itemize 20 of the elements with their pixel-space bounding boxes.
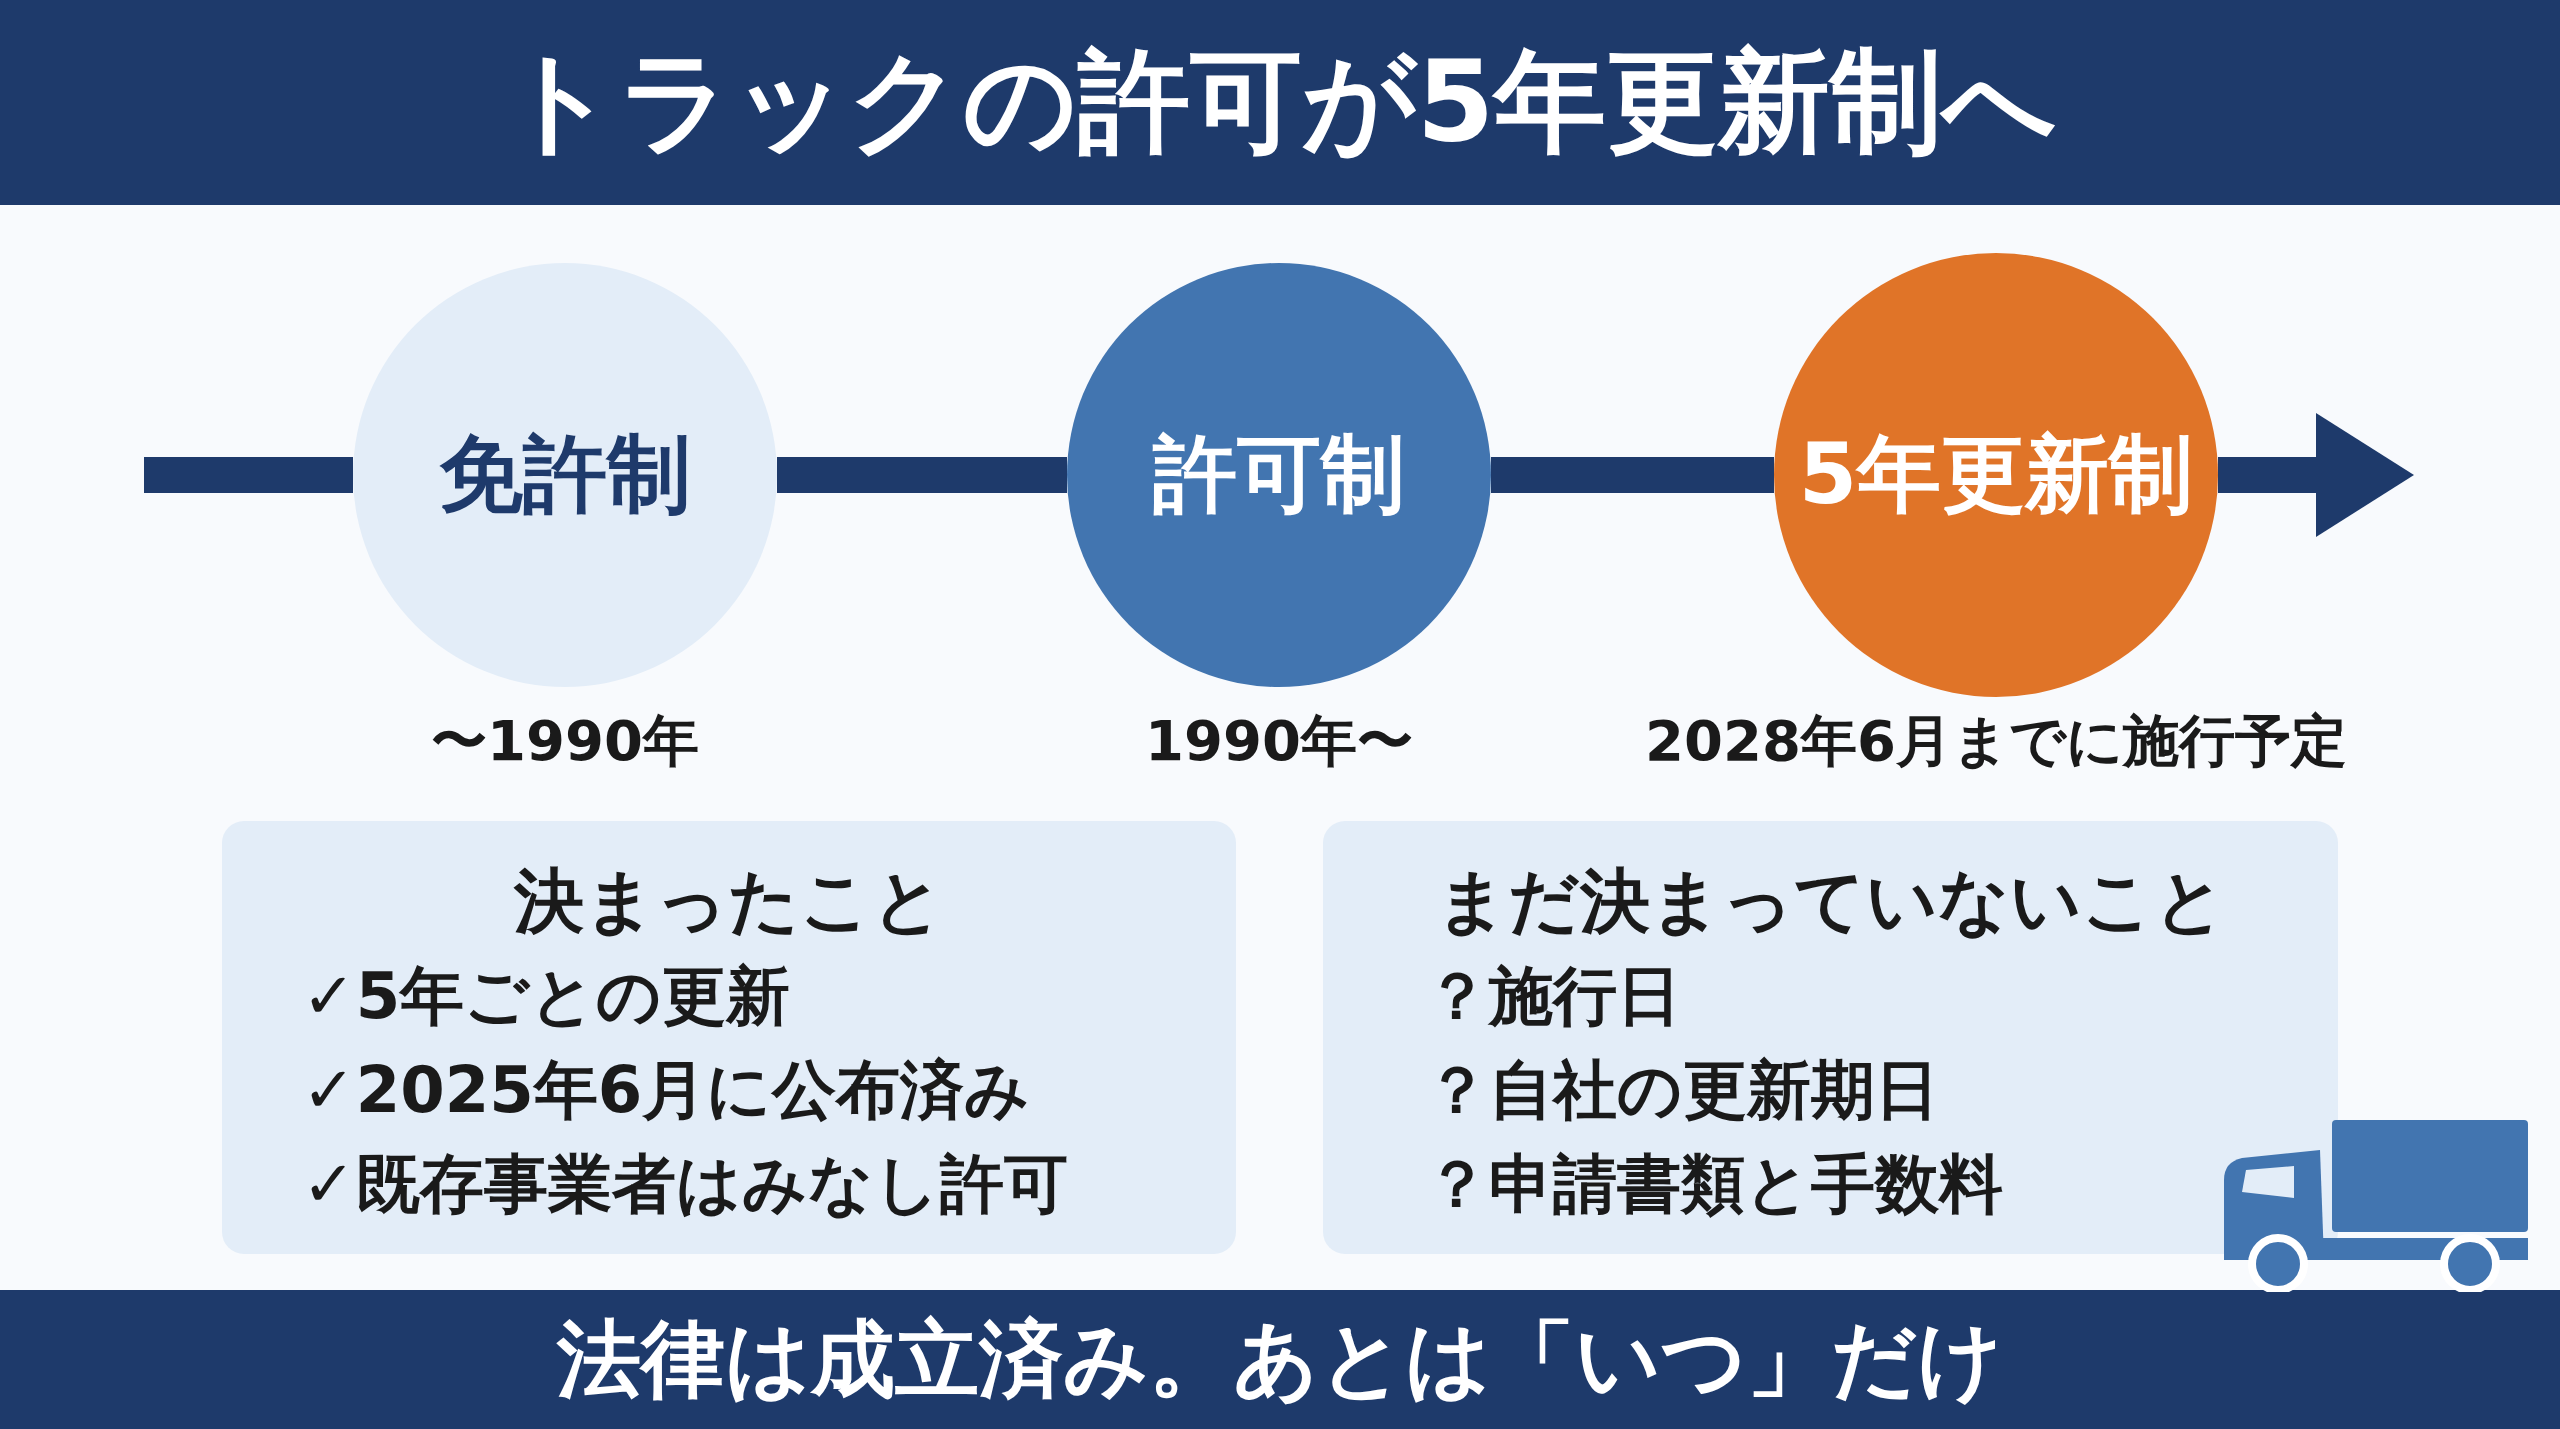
title: トラックの許可が5年更新制へ (502, 35, 2058, 168)
date-label: 2028年6月までに施行予定 (1644, 707, 2348, 775)
card-heading: まだ決まっていないこと (1434, 859, 2227, 944)
card-heading: 決まったこと (512, 859, 945, 944)
era-name: 許可制 (1153, 424, 1405, 525)
list-item: ✓5年ごとの更新 (302, 958, 791, 1035)
timeline-line (777, 457, 1067, 493)
timeline-arrow (2218, 413, 2414, 537)
era-name: 5年更新制 (1798, 424, 2194, 525)
list-item: ✓2025年6月に公布済み (302, 1052, 1031, 1129)
list-item: ？施行日 (1425, 958, 1681, 1035)
info-card (1323, 821, 2338, 1254)
list-item: ？自社の更新期日 (1425, 1052, 1939, 1129)
era-name: 免許制 (439, 424, 691, 525)
date-label: 〜1990年 (430, 707, 700, 775)
timeline-line (144, 457, 353, 493)
caption: 法律は成立済み。あとは「いつ」だけ (557, 1308, 2003, 1410)
list-item: ✓既存事業者はみなし許可 (302, 1146, 1068, 1223)
list-item: ？申請書類と手数料 (1425, 1146, 2003, 1223)
timeline-line (1491, 457, 1774, 493)
